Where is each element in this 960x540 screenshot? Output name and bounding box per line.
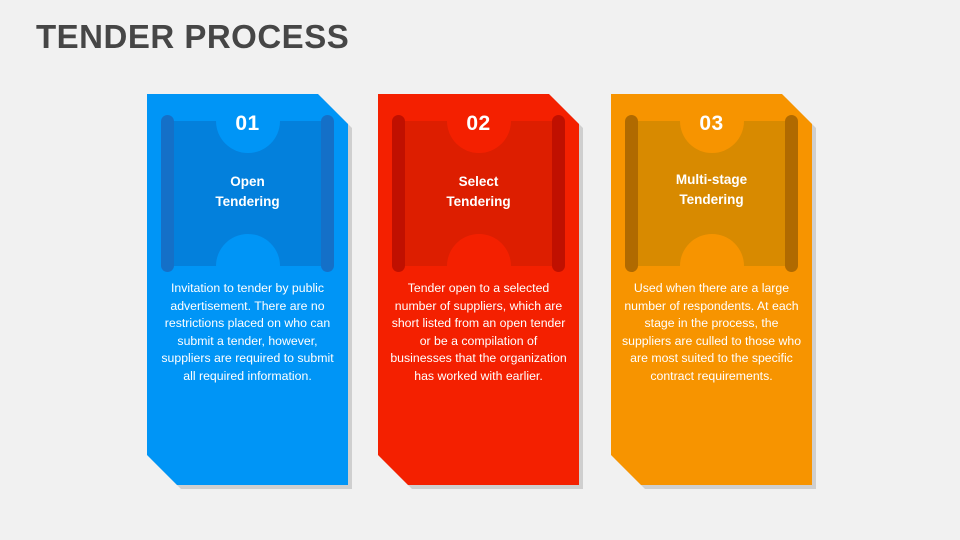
card-surface: 02 Select Tendering Tender open to a sel… [378, 94, 579, 485]
card-heading: Select Tendering [446, 174, 511, 209]
scroll-bar-left-icon [625, 115, 638, 272]
card-heading: Multi-stage Tendering [675, 172, 748, 207]
card-description: Used when there are a large number of re… [621, 281, 802, 383]
card-inner-panel [629, 121, 794, 266]
scroll-bar-left-icon [392, 115, 405, 272]
tender-card-2[interactable]: 02 Select Tendering Tender open to a sel… [378, 94, 583, 489]
card-number: 03 [699, 112, 724, 135]
tender-card-3[interactable]: 03 Multi-stage Tendering Used when there… [611, 94, 816, 489]
card-surface: 01 Open Tendering Invitation to tender b… [147, 94, 348, 485]
card-inner-panel [396, 121, 561, 266]
card-description: Invitation to tender by public advertise… [161, 281, 334, 383]
page-title: TENDER PROCESS [36, 18, 350, 55]
card-surface: 03 Multi-stage Tendering Used when there… [611, 94, 812, 485]
scroll-bar-right-icon [321, 115, 334, 272]
card-number: 02 [466, 112, 491, 135]
tender-card-1[interactable]: 01 Open Tendering Invitation to tender b… [147, 94, 352, 489]
scroll-bar-left-icon [161, 115, 174, 272]
card-heading: Open Tendering [215, 174, 280, 209]
card-inner-panel [165, 121, 330, 266]
scroll-bar-right-icon [552, 115, 565, 272]
card-description: Tender open to a selected number of supp… [390, 281, 567, 383]
scroll-bar-right-icon [785, 115, 798, 272]
card-number: 01 [235, 112, 260, 135]
